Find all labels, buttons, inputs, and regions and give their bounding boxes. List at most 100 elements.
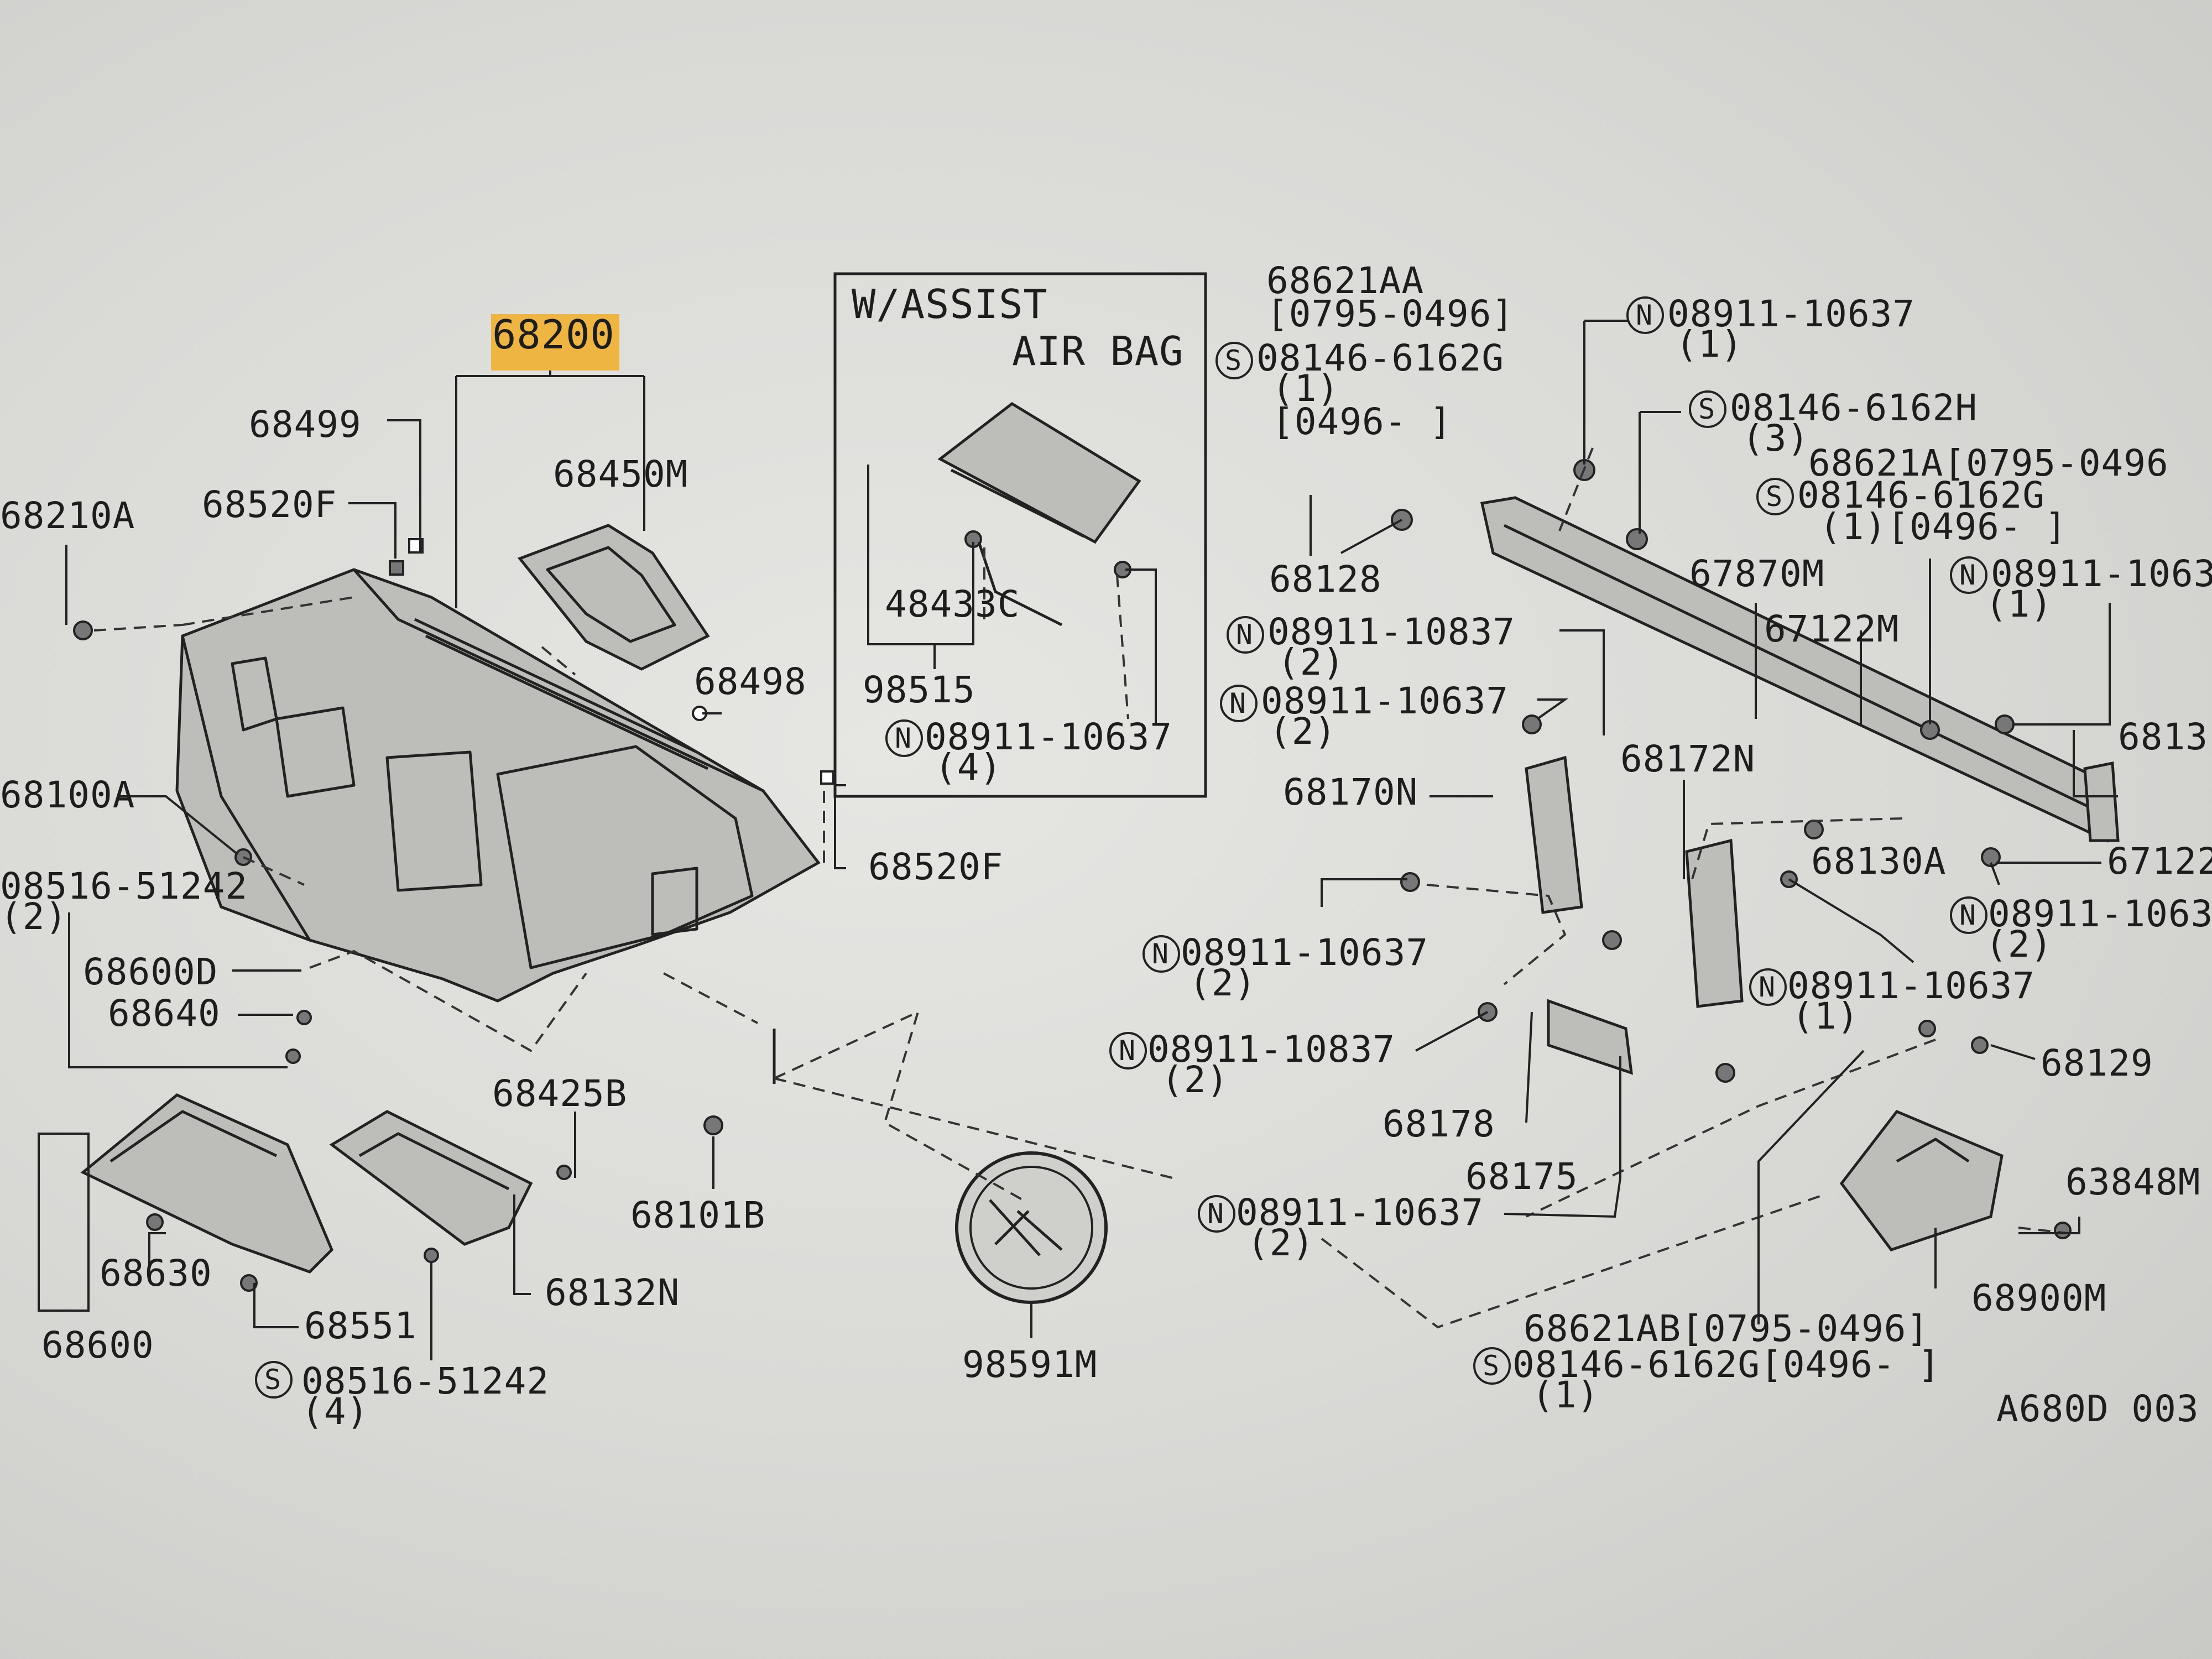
part-label-68170N[interactable]: 68170N <box>1283 771 1418 813</box>
svg-text:S: S <box>1766 481 1782 513</box>
part-label-68630[interactable]: 68630 <box>100 1252 212 1295</box>
part-label-08146-6162G[interactable]: 08146-6162G[0496- ] <box>1512 1343 1940 1386</box>
part-labels: 68200 68499 68450M 68210A 68520F 68498 6… <box>0 259 2212 1433</box>
part-label-08911-10637[interactable]: 08911-10637 <box>1236 1191 1484 1234</box>
part-label-08911-1063[interactable]: 08911-1063 <box>1991 552 2212 595</box>
part-label-08911-10637[interactable]: 08911-10637 <box>925 716 1172 758</box>
part-label-08146-6162G[interactable]: 08146-6162G <box>1797 474 2045 517</box>
part-label-68900M[interactable]: 68900M <box>1971 1277 2106 1319</box>
part-label-68132N[interactable]: 68132N <box>545 1271 680 1314</box>
svg-text:N: N <box>1959 559 1976 591</box>
part-label-98515[interactable]: 98515 <box>863 669 975 711</box>
part-label-68621A[interactable]: 68621A[0795-0496 <box>1808 442 2169 484</box>
part-label-68450M[interactable]: 68450M <box>553 453 688 495</box>
part-label-67870M[interactable]: 67870M <box>1689 552 1824 595</box>
part-label-68101B[interactable]: 68101B <box>630 1194 765 1237</box>
part-label-08516-51242[interactable]: 08516-51242 <box>301 1360 549 1402</box>
part-label-08911-1063[interactable]: 08911-1063 <box>1988 893 2212 935</box>
part-label-68200[interactable]: 68200 <box>492 311 615 358</box>
dashboard-assembly <box>73 524 1108 1304</box>
part-label-08146-6162G[interactable]: 08146-6162G <box>1256 337 1504 379</box>
part-label-68498[interactable]: 68498 <box>694 660 807 703</box>
part-date-range: [0795-0496] <box>1266 293 1514 335</box>
part-label-68100A[interactable]: 68100A <box>0 774 135 816</box>
svg-text:N: N <box>1207 1198 1224 1230</box>
part-qty: (2) <box>1247 1222 1314 1264</box>
svg-text:N: N <box>1636 299 1652 331</box>
highlight-marker <box>491 314 619 371</box>
n-badge: N <box>1142 935 1180 973</box>
svg-text:N: N <box>1152 938 1168 970</box>
part-label-08911-10637[interactable]: 08911-10637 <box>1667 293 1915 335</box>
part-label-68640[interactable]: 68640 <box>108 992 221 1035</box>
part-qty: (1) <box>1985 583 2053 625</box>
svg-text:N: N <box>1759 971 1775 1003</box>
part-label-68600[interactable]: 68600 <box>41 1324 154 1366</box>
badges: N N S S S N N N N N N N N S S <box>255 296 1987 1399</box>
part-label-08911-10837[interactable]: 08911-10837 <box>1147 1028 1395 1071</box>
n-badge: N <box>1109 1032 1147 1070</box>
part-qty: (1)[0496- ] <box>1819 505 2067 548</box>
part-label-68520F[interactable]: 68520F <box>868 846 1003 888</box>
part-label-08516-51242[interactable]: 08516-51242 <box>0 865 248 907</box>
svg-text:N: N <box>1229 687 1246 719</box>
part-label-08146-6162H[interactable]: 08146-6162H <box>1730 387 1978 429</box>
part-qty: (1) <box>1676 323 1743 366</box>
part-label-68621AA[interactable]: 68621AA <box>1266 259 1424 302</box>
n-badge: N <box>1220 685 1258 722</box>
n-badge: N <box>1626 296 1664 334</box>
n-badge: N <box>1227 616 1264 654</box>
n-badge: N <box>885 719 923 757</box>
s-badge: S <box>1473 1347 1511 1385</box>
part-label-08911-10837[interactable]: 08911-10837 <box>1267 611 1515 653</box>
part-label-68210A[interactable]: 68210A <box>0 494 135 537</box>
part-qty: (2) <box>1161 1058 1229 1101</box>
part-label-68621AB[interactable]: 68621AB[0795-0496] <box>1524 1307 1929 1350</box>
part-label-68178[interactable]: 68178 <box>1383 1103 1495 1145</box>
part-label-6813[interactable]: 6813 <box>2118 716 2208 758</box>
part-label-48433C[interactable]: 48433C <box>885 583 1020 625</box>
part-qty: (4) <box>935 746 1002 789</box>
part-label-67122[interactable]: 67122 <box>2107 840 2212 883</box>
part-label-68499[interactable]: 68499 <box>249 403 362 446</box>
part-label-98591M[interactable]: 98591M <box>962 1343 1097 1386</box>
n-badge: N <box>1950 556 1987 594</box>
svg-text:N: N <box>895 722 911 754</box>
s-badge: S <box>1756 478 1794 515</box>
part-label-68520F[interactable]: 68520F <box>202 483 337 526</box>
part-qty: (1) <box>1532 1374 1599 1416</box>
part-label-08911-10637[interactable]: 08911-10637 <box>1787 964 2035 1007</box>
leader-lines <box>38 320 2118 1360</box>
s-badge: S <box>1689 390 1726 428</box>
assembly-dashes <box>93 447 2069 1329</box>
part-qty: (4) <box>301 1390 369 1433</box>
part-label-63848M[interactable]: 63848M <box>2065 1161 2200 1203</box>
part-label-68175[interactable]: 68175 <box>1465 1155 1578 1198</box>
part-qty: (1) <box>1272 367 1339 410</box>
part-label-68129[interactable]: 68129 <box>2041 1042 2153 1084</box>
s-badge: S <box>255 1361 293 1399</box>
part-qty: (2) <box>1985 923 2053 966</box>
svg-text:S: S <box>264 1364 281 1396</box>
part-label-68551[interactable]: 68551 <box>304 1305 417 1347</box>
part-label-68600D[interactable]: 68600D <box>83 951 218 993</box>
part-date-range: [0496- ] <box>1272 400 1452 443</box>
part-label-08911-10637[interactable]: 08911-10637 <box>1181 931 1428 974</box>
steering-member-assembly <box>1391 459 2120 1251</box>
part-qty: (2) <box>1189 962 1256 1004</box>
part-label-08911-10637[interactable]: 08911-10637 <box>1261 680 1509 722</box>
n-badge: N <box>1950 896 1987 934</box>
part-label-67122M[interactable]: 67122M <box>1764 608 1899 650</box>
part-qty: (3) <box>1742 417 1809 460</box>
box-title-line1: W/ASSIST <box>852 281 1048 327</box>
svg-text:S: S <box>1483 1350 1499 1382</box>
assist-airbag-box <box>833 272 1207 798</box>
part-label-68130A[interactable]: 68130A <box>1811 840 1946 883</box>
part-label-68172N[interactable]: 68172N <box>1620 738 1755 780</box>
part-label-68128[interactable]: 68128 <box>1269 558 1382 601</box>
part-qty: (2) <box>0 895 67 938</box>
s-badge: S <box>1215 342 1253 379</box>
diagram-code: A680D 003 <box>1996 1387 2199 1430</box>
part-label-68425B[interactable]: 68425B <box>492 1072 627 1115</box>
